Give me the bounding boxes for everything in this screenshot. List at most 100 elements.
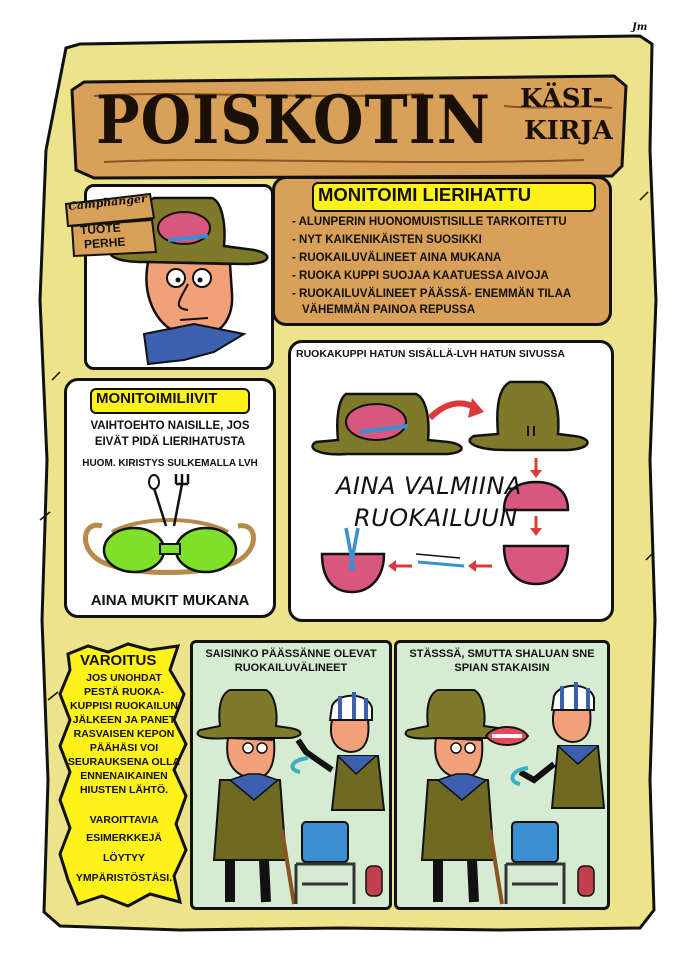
second-scout-face-icon — [330, 719, 370, 754]
comic1-illustration — [196, 689, 386, 905]
title-main: POISKOTIN — [96, 80, 491, 160]
camping-stove-icon — [504, 862, 566, 904]
ladle-icon — [290, 756, 309, 774]
title-sign-plank — [70, 74, 628, 180]
helmet-stripes — [338, 692, 368, 720]
hat-feature-item: - ALUNPERIN HUONOMUISTISILLE TARKOITETTU — [292, 216, 567, 228]
vest-caption: AINA MUKIT MUKANA — [90, 592, 250, 609]
title-sign-board — [70, 74, 628, 180]
cutlery-in-hat-icon — [359, 424, 409, 434]
comic2-illustration — [404, 682, 606, 905]
arrow-head-icon — [468, 398, 484, 418]
comic-panel-1 — [190, 640, 392, 910]
hat-feature-item: - RUOKAILUVÄLINEET AINA MUKANA — [292, 252, 502, 264]
warning-line: JOS UNOHDAT — [86, 672, 162, 684]
second-scout-face-icon — [552, 709, 592, 744]
nose-icon — [177, 283, 189, 311]
cup-sequence-illustration — [311, 380, 589, 594]
gas-canister-icon — [365, 865, 383, 897]
vest-strap — [83, 522, 256, 575]
cooking-pot-icon — [301, 821, 349, 863]
eye-right-icon — [192, 268, 212, 288]
cup-slogan-line2: RUOKAILUUN — [354, 504, 518, 532]
brand-badge — [64, 192, 158, 258]
arrow-down-2-head — [530, 528, 542, 536]
bowl-in-hat-icon — [345, 403, 407, 441]
arrow-left-2-head — [388, 560, 396, 572]
warning-line: RASVAISEN KEPON — [73, 728, 175, 740]
cutlery-icon — [167, 234, 209, 242]
arrow-left-1-head — [468, 560, 476, 572]
spoon-icon — [148, 474, 160, 490]
comic2-speech-line2: SPIAN STAKAISIN — [454, 662, 550, 674]
artist-signature: Jm — [632, 22, 648, 33]
comic1-speech-line2: RUOKAILUVÄLINEET — [234, 662, 348, 674]
warning-line: HIUSTEN LÄHTÖ. — [79, 784, 169, 796]
cup-section-caption: RUOKAKUPPI HATUN SISÄLLÄ-LVH HATUN SIVUS… — [296, 348, 565, 360]
warning-burst — [58, 642, 188, 908]
badge-line2: PERHE — [83, 234, 126, 252]
scarf-icon — [142, 322, 247, 366]
warning-line-2: LÖYTYY — [102, 852, 145, 864]
vest-buckle-icon — [159, 543, 181, 555]
ladle-icon — [510, 766, 529, 786]
cup-slogan-line1: AINA VALMIINA — [336, 472, 522, 500]
fork-icon — [172, 474, 190, 527]
vest-description-line1: VAIHTOEHTO NAISILLE, JOS — [90, 420, 250, 432]
scout-legs-icon — [225, 859, 271, 903]
parchment-cracks — [39, 191, 655, 701]
warning-line: ENNENAIKAINEN — [80, 770, 168, 782]
hat-feature-item: - RUOKAILUVÄLINEET PÄÄSSÄ- ENEMMÄN TILAA — [292, 288, 572, 300]
cutlery-separate-icon — [417, 560, 465, 568]
second-scout-scarf-icon — [557, 745, 599, 766]
bowl-upright-icon — [502, 544, 570, 586]
comic2-speech-line1: STÄSSSÄ, SMUTTA SHALUAN SNE — [409, 648, 595, 660]
empty-hat-icon — [468, 380, 589, 452]
walking-cane-icon — [280, 829, 296, 905]
pupil-left — [175, 277, 181, 283]
comic1-speech-line1: SAISINKO PÄÄSSÄNNE OLEVAT — [205, 648, 377, 660]
vest-heading-box — [90, 388, 250, 414]
badge-top-plank — [64, 192, 156, 228]
eye-left-icon — [166, 268, 186, 288]
hat-heading-box — [312, 182, 596, 212]
warning-line: KUPPISI RUOKAILUN — [70, 700, 178, 712]
warning-burst-shape — [58, 642, 188, 908]
pointing-arm-icon — [295, 738, 334, 773]
warning-line: PESTÄ RUOKA- — [84, 686, 164, 698]
vest-section-heading: MONITOIMILIIVIT — [96, 390, 218, 407]
warning-line-2: VAROITTAVIA — [89, 814, 159, 826]
hat-slots-icon — [527, 426, 535, 436]
warning-heading: VAROITUS — [80, 652, 157, 669]
scout-eye-icon — [256, 742, 268, 754]
badge-bottom-plank — [70, 218, 158, 258]
vest-strap-upper — [111, 518, 229, 534]
pupil-right — [197, 277, 203, 283]
warning-line: JÄLKEEN JA PANET — [72, 714, 176, 726]
walking-cane-icon — [488, 829, 504, 905]
scout-eye-icon — [464, 742, 476, 754]
mouth-icon — [179, 317, 209, 321]
vest-note: HUOM. KIRISTYS SULKEMALLA LVH — [82, 458, 258, 469]
hat-feature-item: VÄHEMMÄN PAINOA REPUSSA — [302, 304, 476, 316]
wood-grain — [93, 93, 613, 163]
hat-section-heading: MONITOIMI LIERIHATTU — [318, 184, 532, 205]
camping-stove-icon — [294, 862, 356, 904]
title-side-line1: KÄSI- — [520, 84, 604, 114]
cooking-pot-icon — [511, 821, 559, 863]
scout-scarf-icon — [228, 773, 280, 801]
warning-line: PÄÄHÄSI VOI — [89, 742, 159, 754]
vest-illustration — [83, 474, 256, 575]
holding-arm-icon — [518, 761, 556, 784]
vest-description-line2: EIVÄT PIDÄ LIERIHATUSTA — [94, 436, 246, 448]
scout-hat-icon — [196, 689, 302, 740]
warning-line-2: ESIMERKKEJÄ — [86, 832, 162, 844]
spoon-handle — [152, 487, 168, 527]
warning-line: SEURAUKSENA OLLA — [67, 756, 181, 768]
scout-legs-icon — [433, 859, 479, 903]
scout-scarf-icon — [436, 773, 488, 801]
scout-eye-icon — [450, 742, 462, 754]
cutlery-outline — [415, 553, 461, 559]
cup-right-icon — [174, 526, 238, 574]
second-scout-scarf-icon — [337, 755, 377, 776]
